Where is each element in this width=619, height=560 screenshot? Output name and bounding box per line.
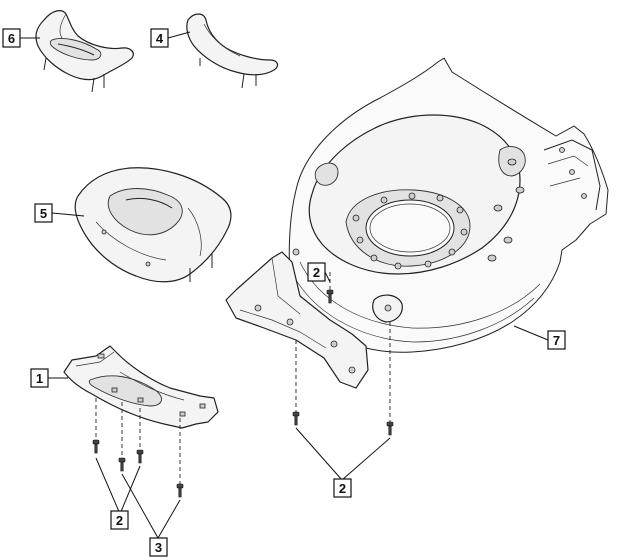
svg-text:2: 2 [116,513,123,528]
screw-6 [292,411,300,426]
screw-7 [386,421,394,436]
part-1-guard-plate [63,345,219,429]
screw-2 [118,457,126,472]
fastener-axis-lines [95,272,391,484]
svg-text:1: 1 [36,371,43,386]
part-6-handle-bracket [35,10,134,93]
svg-text:5: 5 [40,206,47,221]
callout-1: 1 [30,368,49,388]
screw-5 [326,289,334,304]
screws [92,289,394,498]
svg-text:3: 3 [155,540,162,555]
callout-2-deck: 2 [307,262,326,282]
leader-lines [20,31,549,539]
part-4-curved-bracket [186,13,279,89]
callout-2-bottom: 2 [333,478,352,498]
svg-text:7: 7 [553,333,560,348]
svg-text:2: 2 [313,265,320,280]
svg-text:6: 6 [8,31,15,46]
part-5-cover-shell [74,167,232,283]
callout-3: 3 [149,537,168,557]
callout-2-guard: 2 [110,510,129,530]
screw-4 [176,483,184,498]
svg-text:4: 4 [156,31,164,46]
svg-text:2: 2 [339,481,346,496]
callout-6: 6 [2,28,21,48]
callout-7: 7 [547,330,566,350]
screw-3 [136,449,144,464]
part-7-mower-deck [225,57,609,389]
screw-1 [92,439,100,454]
callout-5: 5 [34,203,53,223]
callout-4: 4 [150,28,169,48]
